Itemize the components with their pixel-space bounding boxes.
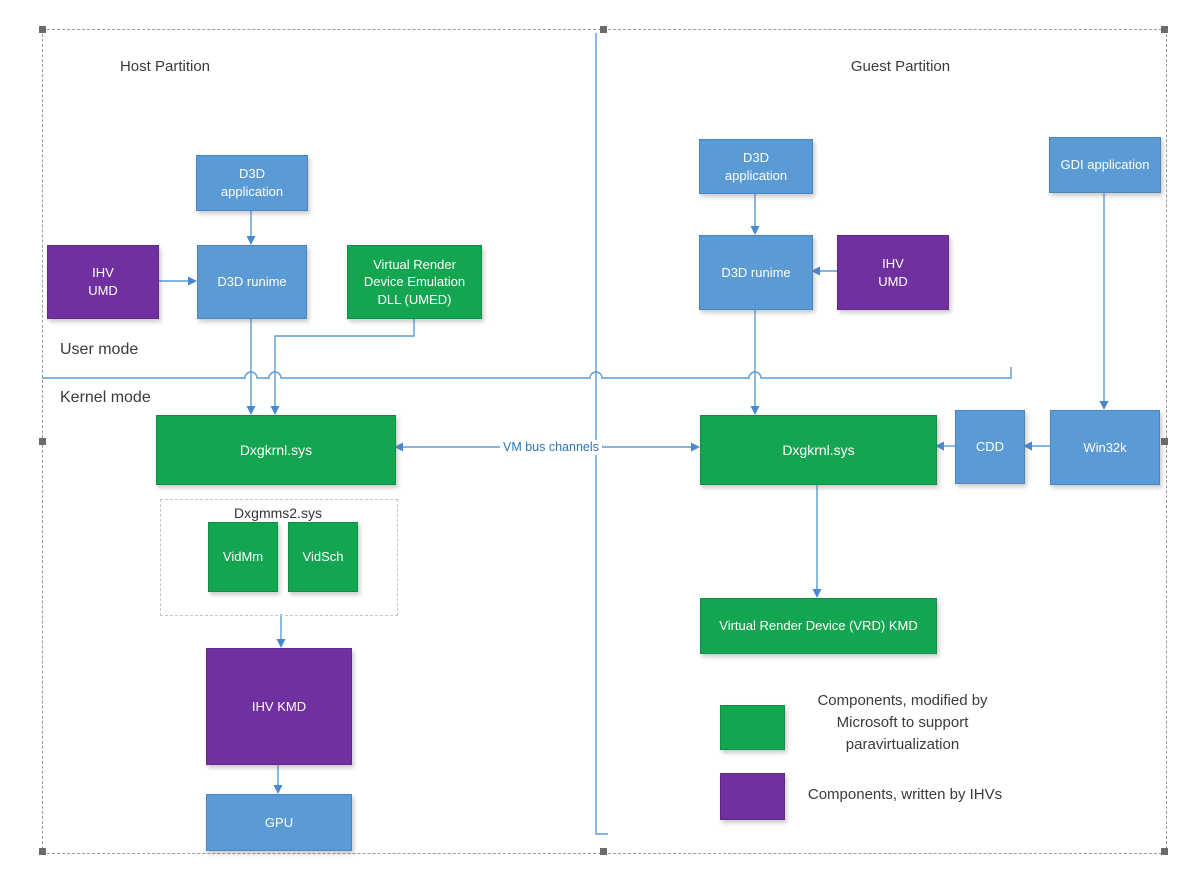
node-host-d3d-runtime: D3D runime — [197, 245, 307, 319]
resize-handle-bottom-mid[interactable] — [600, 848, 607, 855]
resize-handle-top-left[interactable] — [39, 26, 46, 33]
node-win32k: Win32k — [1050, 410, 1160, 485]
node-host-d3d-application: D3D application — [196, 155, 308, 211]
node-gpu: GPU — [206, 794, 352, 851]
arrowhead — [811, 266, 820, 276]
partition-divider-line — [595, 33, 608, 835]
arrowhead — [394, 442, 403, 452]
kernel-mode-label: Kernel mode — [60, 389, 151, 406]
arrowhead — [276, 639, 286, 648]
dxgmms2-group-label: Dxgmms2.sys — [234, 505, 322, 521]
resize-handle-bottom-left[interactable] — [39, 848, 46, 855]
arrowhead — [935, 441, 944, 451]
node-umed-dll: Virtual Render Device Emulation DLL (UME… — [347, 245, 482, 319]
node-host-ihv-umd: IHV UMD — [47, 245, 159, 319]
legend-purple-label: Components, written by IHVs — [807, 786, 1003, 803]
node-host-dxgkrnl: Dxgkrnl.sys — [156, 415, 396, 485]
legend-green-label: Components, modified by Microsoft to sup… — [817, 692, 988, 753]
user-mode-label: User mode — [60, 341, 139, 358]
node-cdd: CDD — [955, 410, 1025, 484]
resize-handle-bottom-right[interactable] — [1161, 848, 1168, 855]
node-gdi-application: GDI application — [1049, 137, 1161, 193]
arrowhead — [750, 406, 760, 415]
node-guest-d3d-runtime: D3D runime — [699, 235, 813, 310]
resize-handle-left-mid[interactable] — [39, 438, 46, 445]
dxgmms2-group-box — [160, 499, 398, 616]
node-vidmm: VidMm — [208, 522, 278, 592]
node-guest-d3d-application: D3D application — [699, 139, 813, 194]
arrowhead — [812, 589, 822, 598]
host-partition-title: Host Partition — [119, 58, 211, 75]
node-guest-ihv-umd: IHV UMD — [837, 235, 949, 310]
node-vrd-kmd: Virtual Render Device (VRD) KMD — [700, 598, 937, 654]
arrowhead — [1023, 441, 1032, 451]
arrowhead — [246, 236, 256, 245]
guest-partition-title: Guest Partition — [850, 58, 951, 75]
arrowhead — [270, 406, 280, 415]
arrowhead — [246, 406, 256, 415]
arrowhead — [750, 226, 760, 235]
resize-handle-top-right[interactable] — [1161, 26, 1168, 33]
node-ihv-kmd: IHV KMD — [206, 648, 352, 765]
legend-green-swatch — [720, 705, 785, 750]
legend-purple-swatch — [720, 773, 785, 820]
arrowhead — [188, 276, 197, 286]
kernel-mode-boundary-line — [42, 367, 1012, 379]
resize-handle-top-mid[interactable] — [600, 26, 607, 33]
resize-handle-right-mid[interactable] — [1161, 438, 1168, 445]
arrowhead — [1099, 401, 1109, 410]
node-vidsch: VidSch — [288, 522, 358, 592]
node-guest-dxgkrnl: Dxgkrnl.sys — [700, 415, 937, 485]
vm-bus-channels-label: VM bus channels — [500, 440, 602, 455]
arrowhead — [273, 785, 283, 794]
arrowhead — [691, 442, 700, 452]
